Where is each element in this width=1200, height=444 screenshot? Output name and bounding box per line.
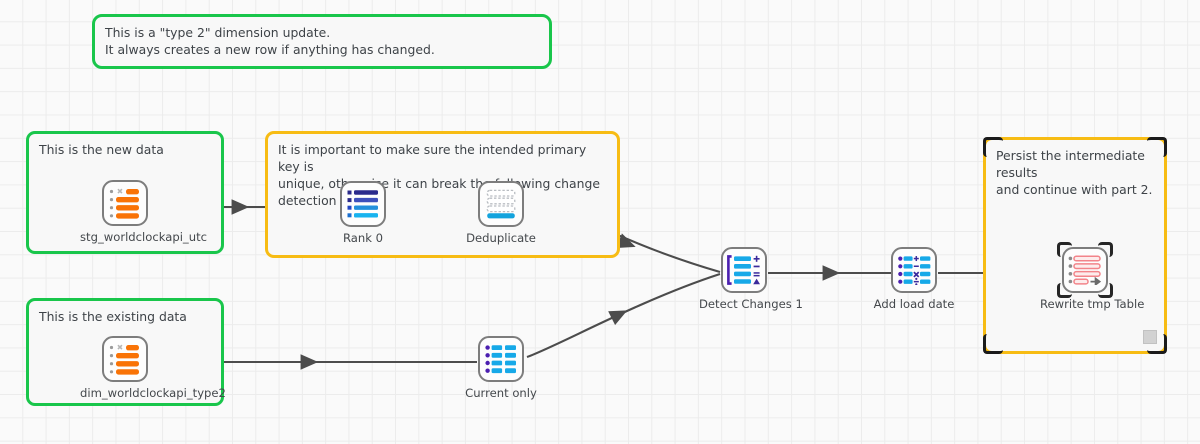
node-label-detect-changes-1: Detect Changes 1 (699, 297, 803, 311)
node-current-only[interactable]: Current only (456, 336, 546, 400)
node-label-dim-worldclockapi-type2: dim_worldclockapi_type2 (80, 386, 226, 400)
group-persist-text: Persist the intermediate results and con… (996, 148, 1153, 197)
source-table-icon[interactable] (102, 336, 148, 382)
node-label-rank-0: Rank 0 (342, 231, 384, 245)
group-existing-data-text: This is the existing data (39, 309, 187, 324)
source-table-icon[interactable] (102, 180, 148, 226)
group-new-data-text: This is the new data (39, 142, 164, 157)
group-persist[interactable]: Persist the intermediate results and con… (983, 137, 1167, 354)
annotation-type2-note[interactable]: This is a "type 2" dimension update. It … (92, 14, 552, 69)
annotation-type2-text: This is a "type 2" dimension update. It … (105, 25, 435, 57)
selection-corner-top-right[interactable] (1147, 137, 1167, 157)
filter-icon[interactable] (478, 336, 524, 382)
node-selection-corner-top-left[interactable] (1057, 242, 1072, 257)
node-label-stg-worldclockapi-utc: stg_worldclockapi_utc (80, 230, 207, 244)
detect-changes-icon-glyph (727, 255, 760, 285)
node-dim-worldclockapi-type2[interactable]: dim_worldclockapi_type2 (80, 336, 226, 400)
rank-icon-glyph (347, 190, 378, 218)
node-label-rewrite-tmp-table: Rewrite tmp Table (1040, 297, 1145, 311)
node-add-load-date[interactable]: Add load date (869, 247, 959, 311)
selection-corner-bottom-left[interactable] (983, 334, 1003, 354)
source-table-icon-glyph (109, 344, 139, 375)
node-selection-corner-top-right[interactable] (1098, 242, 1113, 257)
filter-icon-glyph (485, 345, 516, 374)
node-label-deduplicate: Deduplicate (466, 231, 536, 245)
node-detect-changes-1[interactable]: Detect Changes 1 (699, 247, 803, 311)
node-label-add-load-date: Add load date (873, 297, 955, 311)
node-selection-corner-bottom-right[interactable] (1098, 283, 1113, 298)
calculator-icon[interactable] (891, 247, 937, 293)
selection-corner-bottom-right[interactable] (1147, 334, 1167, 354)
resize-handle[interactable] (1143, 330, 1157, 344)
node-stg-worldclockapi-utc[interactable]: stg_worldclockapi_utc (80, 180, 207, 244)
deduplicate-icon[interactable] (478, 181, 524, 227)
rewrite-table-icon-glyph (1068, 255, 1102, 285)
node-selection-corner-bottom-left[interactable] (1057, 283, 1072, 298)
deduplicate-icon-glyph (486, 189, 516, 219)
selection-corner-top-left[interactable] (983, 137, 1003, 157)
node-rank-0[interactable]: Rank 0 (318, 181, 408, 245)
node-deduplicate[interactable]: Deduplicate (456, 181, 546, 245)
source-table-icon-glyph (109, 188, 139, 219)
rewrite-table-icon[interactable] (1057, 242, 1113, 298)
node-label-current-only: Current only (465, 386, 537, 400)
detect-changes-icon[interactable] (721, 247, 767, 293)
node-rewrite-tmp-table[interactable]: Rewrite tmp Table (1040, 242, 1145, 311)
calculator-icon-glyph (897, 256, 930, 285)
rank-icon[interactable] (340, 181, 386, 227)
edge-current-to-detect (526, 273, 721, 358)
